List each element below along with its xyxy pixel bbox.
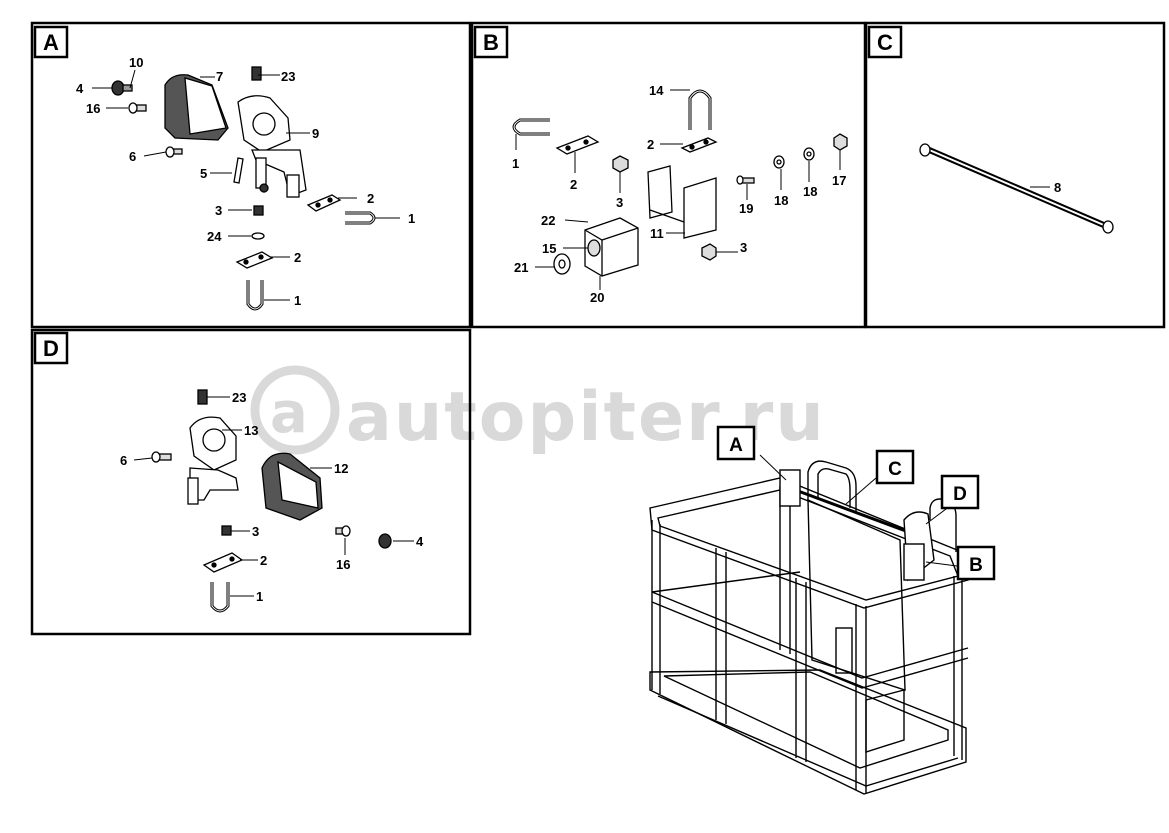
- callout: 16: [86, 101, 100, 116]
- callout: 10: [129, 55, 143, 70]
- callout: 2: [570, 177, 577, 192]
- panel-d-frame: [30, 328, 472, 636]
- panel-a-frame: [30, 21, 472, 329]
- overview-label-d: D: [940, 474, 980, 510]
- svg-text:B: B: [969, 555, 983, 576]
- svg-text:C: C: [877, 30, 893, 55]
- svg-text:A: A: [43, 30, 59, 55]
- callout: 2: [367, 191, 374, 206]
- panel-c-frame: [864, 21, 1166, 329]
- callout: 20: [590, 290, 604, 305]
- callout: 1: [512, 156, 519, 171]
- callout: 16: [336, 557, 350, 572]
- callout: 2: [294, 250, 301, 265]
- callout: 3: [616, 195, 623, 210]
- callout: 4: [76, 81, 84, 96]
- callout: 23: [281, 69, 295, 84]
- callout: 15: [542, 241, 556, 256]
- callout: 23: [232, 390, 246, 405]
- callout: 5: [200, 166, 207, 181]
- callout: 9: [312, 126, 319, 141]
- callout: 6: [129, 149, 136, 164]
- callout: 18: [774, 193, 788, 208]
- callout: 17: [832, 173, 846, 188]
- panel-a-letter: A: [33, 25, 69, 59]
- panel-d-parts: [151, 389, 392, 613]
- callout: 11: [650, 226, 664, 241]
- callout: 21: [514, 260, 528, 275]
- callout: 1: [408, 211, 415, 226]
- callout: 3: [252, 524, 259, 539]
- callout: 24: [207, 229, 222, 244]
- svg-text:C: C: [888, 459, 902, 480]
- callout: 2: [260, 553, 267, 568]
- overview-label-a: A: [716, 425, 756, 461]
- panel-c-letter: C: [867, 25, 903, 59]
- callout: 19: [739, 201, 753, 216]
- callout: 8: [1054, 180, 1061, 195]
- callout: 12: [334, 461, 348, 476]
- callout: 1: [256, 589, 263, 604]
- callout: 3: [740, 240, 747, 255]
- panel-a-leaders: [92, 69, 400, 301]
- callout: 7: [216, 69, 223, 84]
- callout: 13: [244, 423, 258, 438]
- panel-d-leaders: [133, 396, 414, 597]
- callout: 18: [803, 184, 817, 199]
- panel-b-parts: [512, 89, 848, 277]
- panel-b-callouts: 14 1 2 2 3 3 19 18 18 17 22 11 15 21 20: [512, 83, 846, 305]
- panel-a-parts: [111, 66, 376, 311]
- callout: 22: [541, 213, 555, 228]
- svg-text:D: D: [43, 336, 59, 361]
- callout: 3: [215, 203, 222, 218]
- svg-text:B: B: [483, 30, 499, 55]
- callout: 14: [649, 83, 664, 98]
- callout: 2: [647, 137, 654, 152]
- panel-b-leaders: [515, 89, 841, 290]
- callout: 1: [294, 293, 301, 308]
- callout: 6: [120, 453, 127, 468]
- basket-overview: [649, 454, 969, 795]
- callout: 4: [416, 534, 424, 549]
- panel-c-parts: [919, 143, 1114, 234]
- overview-label-c: C: [875, 449, 915, 485]
- svg-text:A: A: [729, 435, 743, 456]
- panel-d-letter: D: [33, 331, 69, 365]
- panel-b-letter: B: [473, 25, 509, 59]
- panel-c-callouts: 8: [1054, 180, 1061, 195]
- svg-text:a: a: [270, 381, 310, 446]
- svg-text:D: D: [953, 484, 967, 505]
- overview-label-b: B: [956, 545, 996, 581]
- panel-d-callouts: 23 13 6 12 3 4 16 2 1: [120, 390, 424, 604]
- panel-a-callouts: 10 7 23 4 16 9 6 5 2 3 1 24 2 1: [76, 55, 415, 308]
